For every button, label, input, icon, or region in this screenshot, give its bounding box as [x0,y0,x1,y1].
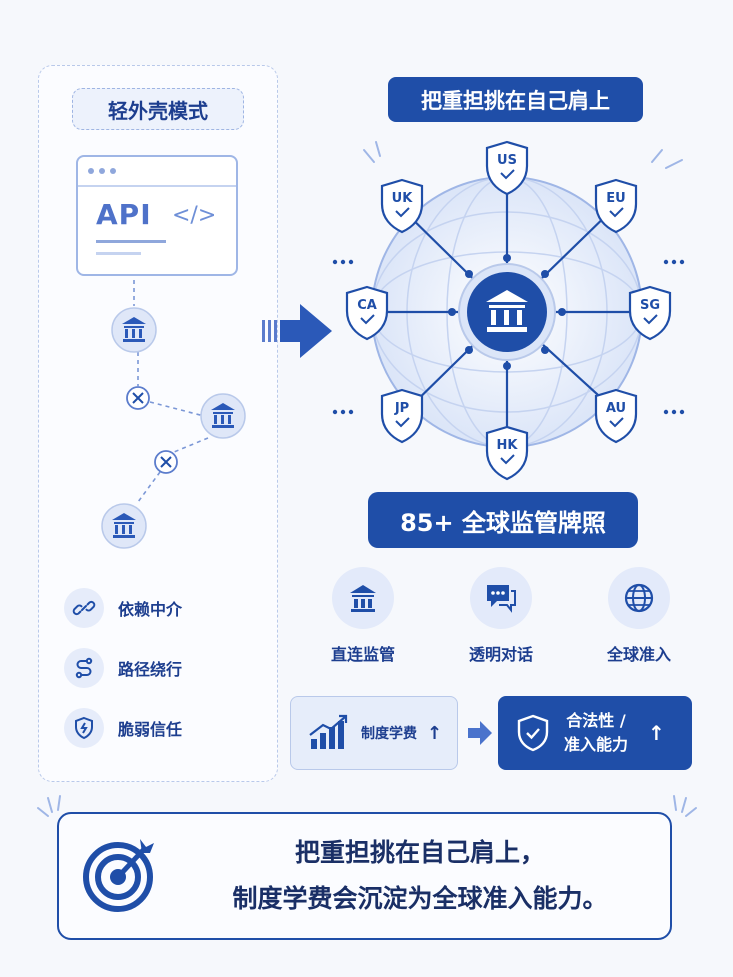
sparkle-left [37,795,61,817]
window-dots [78,157,236,187]
code-icon: </> [172,203,217,228]
api-browser-window [76,155,238,276]
legend-label: 脆弱信任 [118,720,183,739]
legal-label: 合法性 / 准入能力 [564,709,628,757]
ellipsis-dots [332,259,685,415]
sparkle-marks [363,141,683,169]
break-x-icon [126,386,150,410]
feature-item: 透明对话 [441,567,561,665]
feature-label: 透明对话 [468,645,533,664]
summary-line1: 把重担挑在自己肩上， [294,838,545,867]
legend-item: 路径绕行 [64,648,182,688]
arrow-right-small-icon [468,721,492,745]
bank-node-3 [101,503,147,549]
target-icon [83,839,154,912]
intermediary-chain [101,280,246,549]
api-underline [96,240,166,243]
feature-item: 直连监管 [303,567,423,665]
legend-label: 依赖中介 [118,600,183,619]
chat-icon [470,567,532,629]
feature-row: 直连监管 透明对话 全球准入 [303,567,699,665]
left-legend: 依赖中介 路径绕行 脆弱信任 [64,588,182,748]
break-x-icon [154,450,178,474]
legend-item: 依赖中介 [64,588,182,628]
summary-text: 把重担挑在自己肩上， 制度学费会沉淀为全球准入能力。 [180,830,660,922]
route-icon [64,648,104,688]
legal-access-box: 合法性 / 准入能力 ↑ [498,696,692,770]
summary-box [57,812,672,940]
license-count-badge: 85+ 全球监管牌照 [368,492,638,548]
growth-chart-icon [309,714,348,749]
api-label: API [96,198,152,231]
bank-icon [332,567,394,629]
bank-node-2 [200,393,246,439]
sparkle-right [673,795,697,817]
feature-item: 全球准入 [579,567,699,665]
legal-label-line2: 准入能力 [564,735,629,754]
arrow-right-icon [262,304,332,358]
broken-shield-icon [64,708,104,748]
light-shell-title: 轻外壳模式 [72,88,244,130]
right-title: 把重担挑在自己肩上 [388,77,643,122]
shield-check-icon [517,714,549,752]
spoke-dots [448,254,566,370]
legal-label-line1: 合法性 / [566,711,626,730]
cost-label: 制度学费 [361,726,417,742]
up-arrow-icon: ↑ [648,721,665,745]
globe-icon [608,567,670,629]
bank-node-1 [111,307,157,353]
api-underline-short [96,252,141,255]
legend-label: 路径绕行 [118,660,183,679]
cost-box: 制度学费 ↑ [290,696,458,770]
link-icon [64,588,104,628]
feature-label: 全球准入 [606,645,671,664]
summary-line2: 制度学费会沉淀为全球准入能力。 [232,884,608,913]
global-network-diagram [332,141,685,448]
feature-label: 直连监管 [330,645,395,664]
legend-item: 脆弱信任 [64,708,182,748]
central-bank-icon [458,263,556,361]
up-arrow-icon: ↑ [427,722,443,744]
